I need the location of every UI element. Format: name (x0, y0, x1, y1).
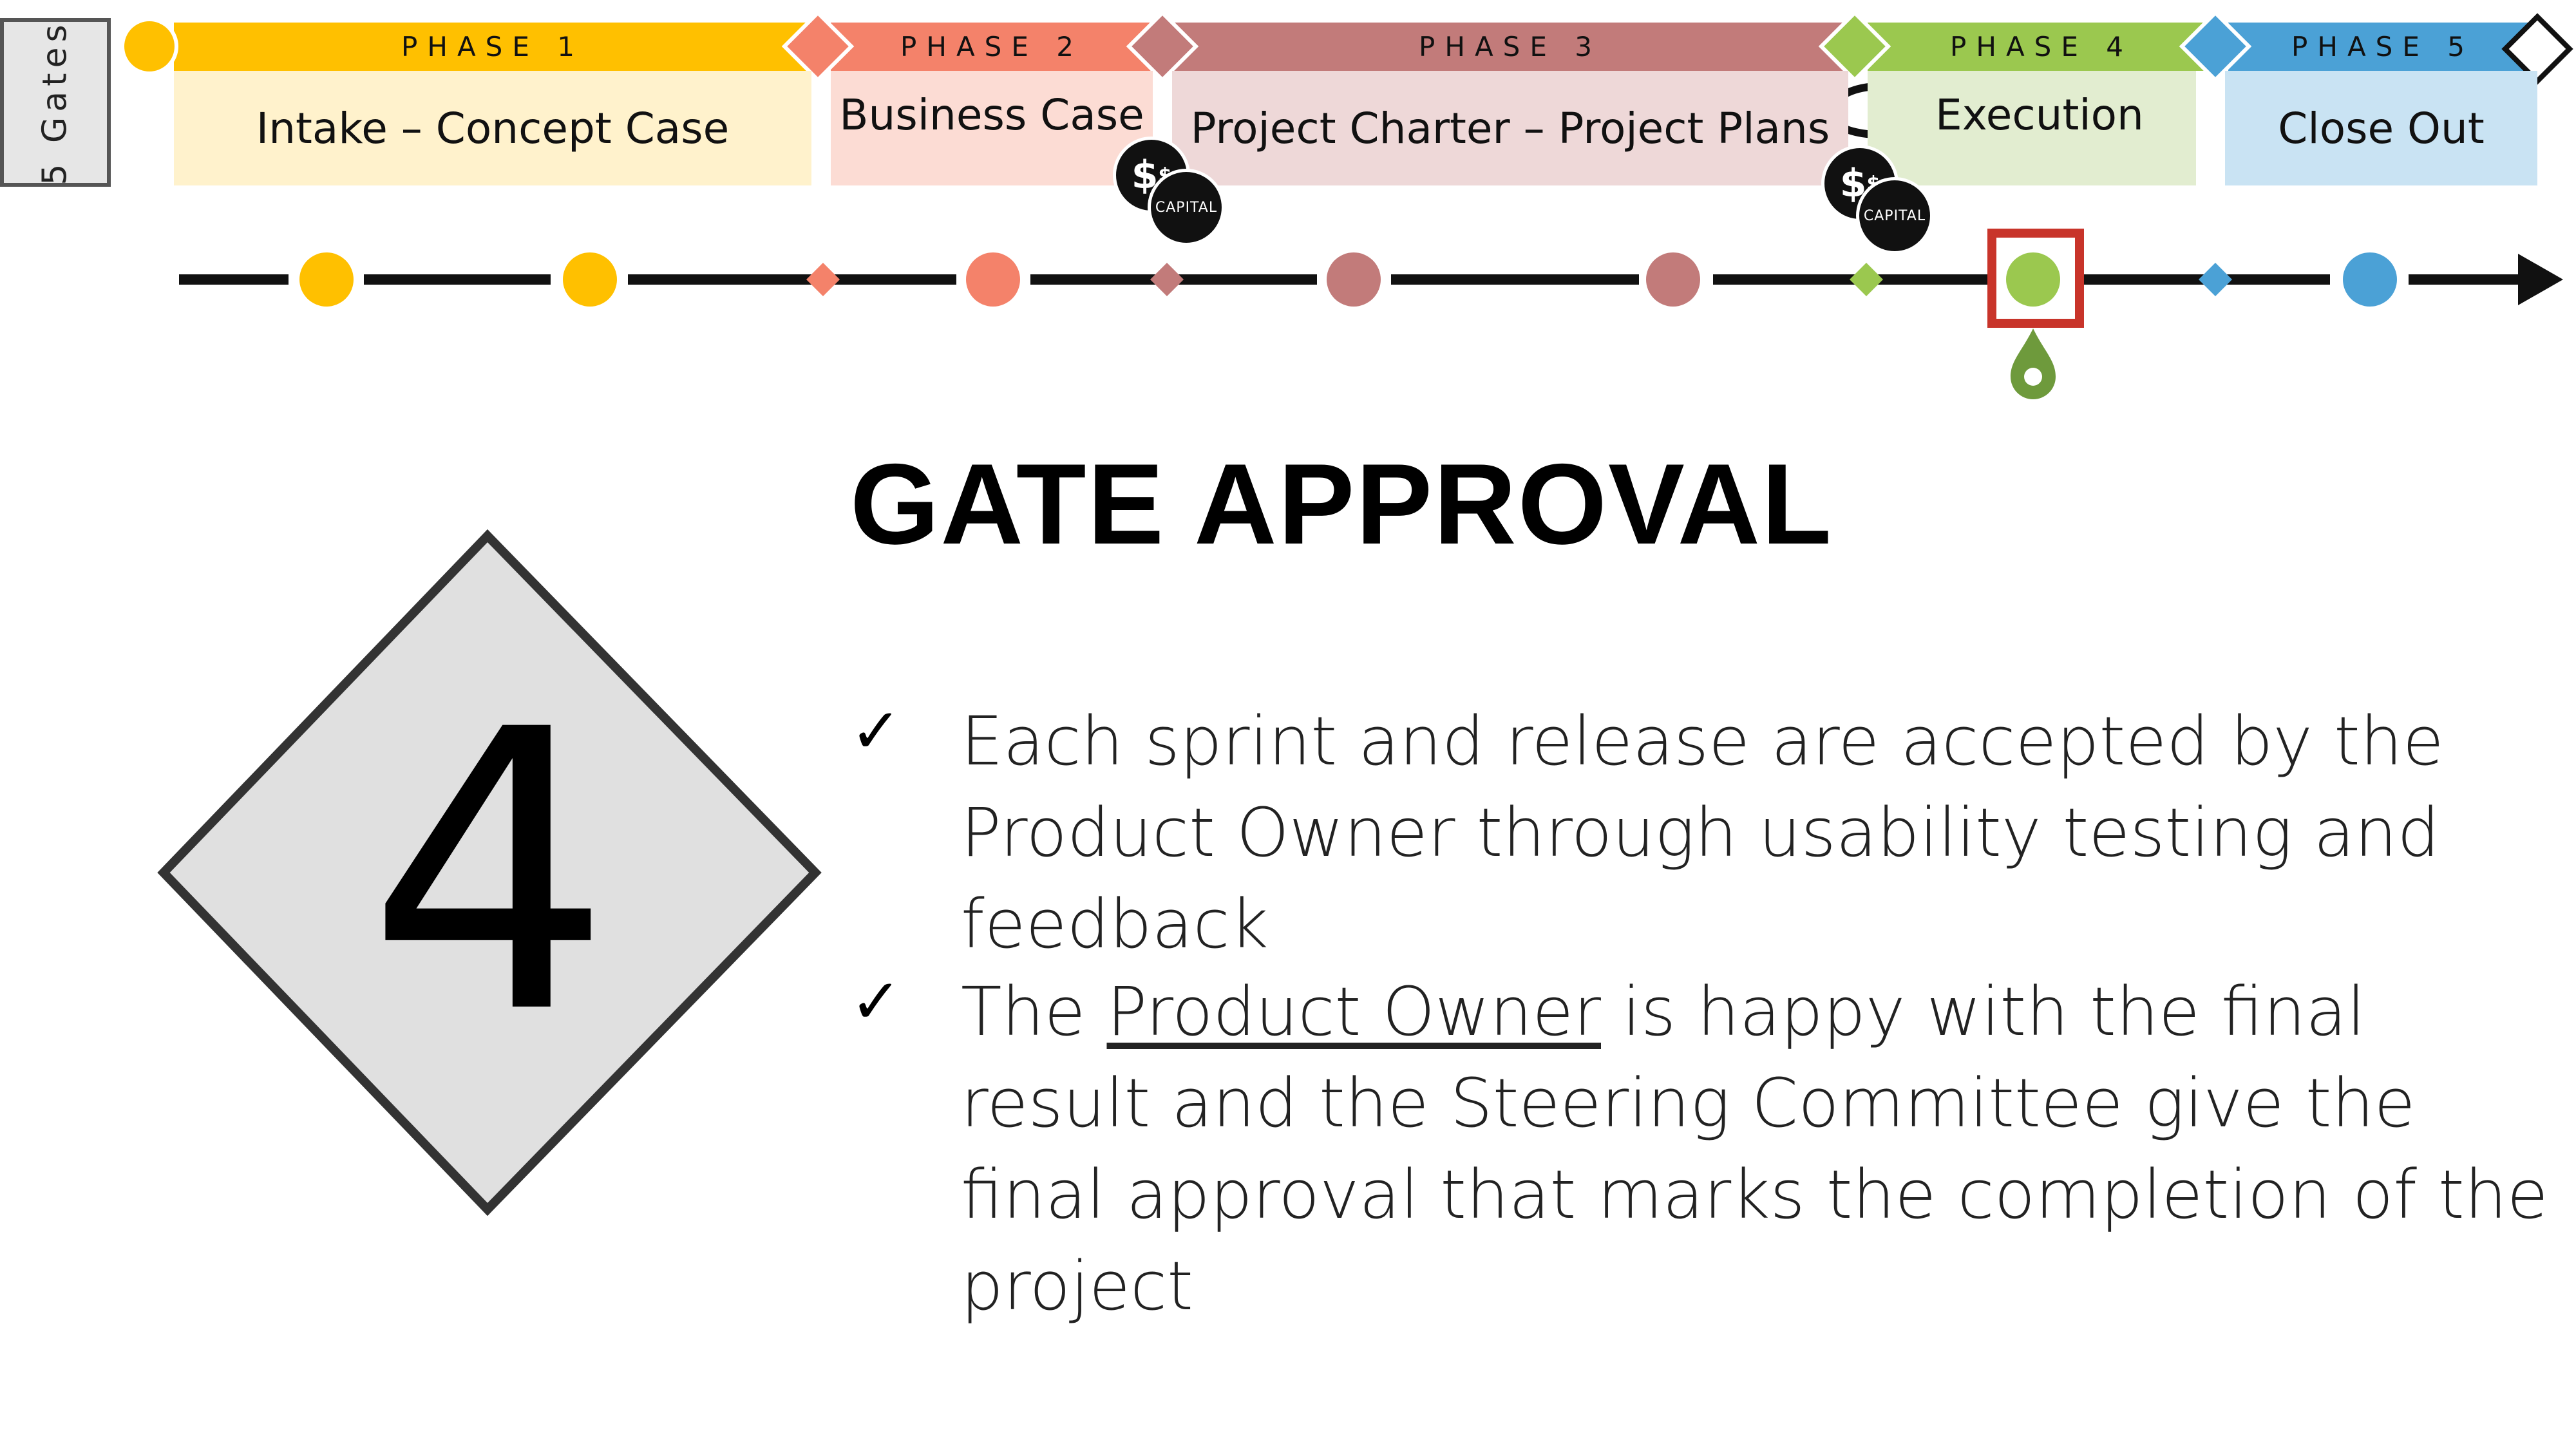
checkmark-icon: ✓ (850, 695, 902, 767)
gates-side-tab: 5 Gates (0, 18, 111, 187)
checkmark-icon: ✓ (850, 965, 902, 1037)
current-gate-highlight (1987, 229, 2084, 328)
gate-4-diamond-icon (2179, 10, 2252, 83)
start-circle-marker (120, 17, 178, 75)
gate-diamond-icon (157, 529, 822, 1217)
gate-number: 4 (366, 647, 612, 1098)
gate-5-diamond-icon (2501, 13, 2573, 85)
bullet-item-1: ✓ Each sprint and release are accepted b… (850, 696, 2563, 970)
capital-badge: CAPITAL (1856, 177, 1933, 254)
phase-5-box: Close Out (2225, 71, 2537, 185)
phase-4-title: Execution (1935, 90, 2144, 140)
gate-1-diamond-icon (781, 10, 855, 83)
gate-3-diamond-icon (1818, 10, 1891, 83)
phase-5-title: Close Out (2278, 103, 2485, 153)
milestone-diamond-icon (2199, 263, 2232, 296)
phase-1-box: Intake – Concept Case (174, 71, 811, 185)
bullet-text-1: Each sprint and release are accepted by … (961, 702, 2444, 963)
milestone-dot (2343, 252, 2397, 307)
milestone-dot-active (2006, 252, 2060, 307)
phase-3-title: Project Charter – Project Plans (1190, 103, 1830, 153)
product-owner-link[interactable]: Product Owner (1106, 972, 1601, 1051)
phase-4-box: Execution (1868, 71, 2196, 185)
phase-5-band (2228, 23, 2537, 71)
milestone-diamond-icon (1850, 263, 1883, 296)
phase-2-title: Business Case (839, 90, 1144, 140)
phase-4-header: PHASE 4 (1950, 31, 2133, 62)
phase-3-band (1172, 23, 1848, 71)
milestone-diamond-icon (1150, 263, 1184, 296)
milestone-dot (966, 252, 1020, 307)
bullet-text-2: The Product Owner is happy with the fina… (961, 972, 2548, 1325)
milestone-dot (563, 252, 617, 307)
timeline-arrowhead-icon (2518, 254, 2563, 305)
phase-2-box: Business Case (831, 71, 1153, 185)
location-pin-icon (2011, 328, 2056, 399)
phase-3-box: Project Charter – Project Plans (1172, 71, 1848, 185)
milestone-dot (299, 252, 354, 307)
milestone-dot (1646, 252, 1700, 307)
capital-badge: CAPITAL (1148, 169, 1225, 246)
phase-1-band (174, 23, 811, 71)
phase-2-band (831, 23, 1153, 71)
phase-1-header: PHASE 1 (401, 31, 584, 62)
gate-diamond: 4 (155, 528, 824, 1217)
milestone-dot (1327, 252, 1381, 307)
phase-2-header: PHASE 2 (900, 31, 1083, 62)
phase-3-header: PHASE 3 (1419, 31, 1602, 62)
phase-5-header: PHASE 5 (2291, 31, 2474, 62)
gate-2-diamond-icon (1126, 10, 1199, 83)
gate-approval-title: GATE APPROVAL (850, 440, 1833, 568)
phase-1-title: Intake – Concept Case (256, 103, 730, 153)
bullet-item-2: ✓ The Product Owner is happy with the fi… (850, 966, 2563, 1332)
milestone-diamond-icon (806, 263, 840, 296)
phase-4-band (1868, 23, 2215, 71)
